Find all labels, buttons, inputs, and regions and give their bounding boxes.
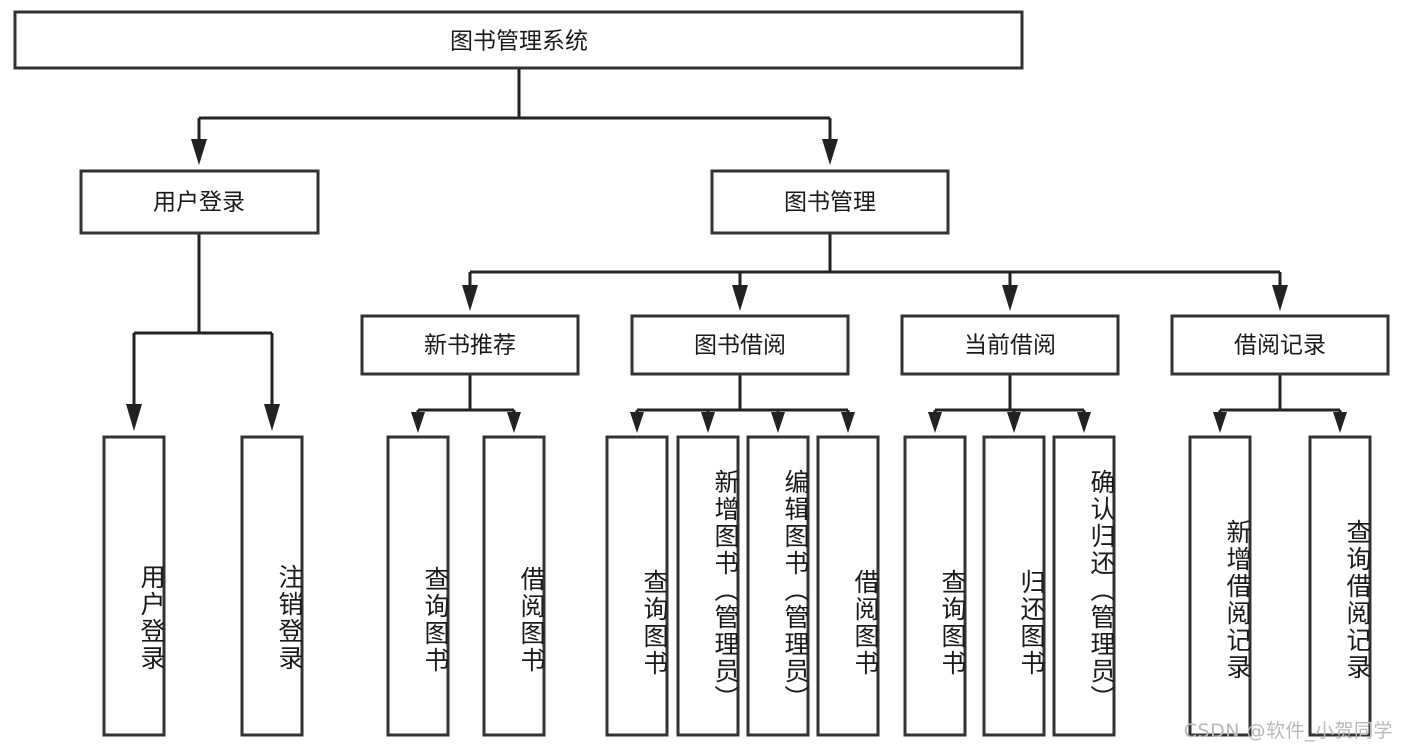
arrowhead-bw-borrow [841, 412, 855, 433]
node-box-book-management[interactable] [710, 169, 950, 235]
node-label-user-login: 用户登录 [153, 190, 245, 216]
leaf-box-cb-return[interactable] [982, 435, 1046, 737]
arrowhead-rc-add [1213, 412, 1227, 433]
arrowhead-cb-confirm [1077, 412, 1091, 433]
arrowhead-rc-query [1333, 412, 1347, 433]
node-label-root: 图书管理系统 [450, 29, 588, 55]
leaf-box-user-login[interactable] [102, 435, 166, 737]
node-label-book-management: 图书管理 [784, 190, 876, 216]
node-box-borrow-records[interactable] [1170, 314, 1390, 376]
node-box-new-book-recommend[interactable] [360, 314, 580, 376]
arrowhead-leaf-user-login [126, 404, 142, 431]
arrowhead-nb-query [411, 412, 425, 433]
node-label-new-book-recommend: 新书推荐 [424, 333, 516, 359]
leaf-box-bw-borrow[interactable] [816, 435, 880, 737]
leaf-box-nb-query[interactable] [386, 435, 450, 737]
node-box-user-login[interactable] [79, 169, 320, 235]
node-box-book-borrow[interactable] [630, 314, 850, 376]
connector-layer [126, 68, 1347, 433]
node-box-root[interactable] [13, 10, 1024, 70]
leaf-box-cb-query[interactable] [903, 435, 967, 737]
node-label-borrow-records: 借阅记录 [1234, 333, 1326, 359]
node-label-current-borrow: 当前借阅 [964, 333, 1056, 359]
arrowhead-leaf-logout [264, 404, 280, 431]
arrowhead-book-mgmt [822, 139, 838, 165]
csdn-watermark: CSDN @软件_小贺同学 [1183, 720, 1393, 742]
leaf-box-bw-query[interactable] [605, 435, 669, 737]
arrowhead-current [1002, 285, 1018, 311]
arrowhead-bw-add [701, 412, 715, 433]
leaf-box-logout[interactable] [240, 435, 304, 737]
arrowhead-bw-edit [771, 412, 785, 433]
arrowhead-cb-return [1007, 412, 1021, 433]
leaf-box-rc-query[interactable] [1308, 435, 1372, 737]
node-box-current-borrow[interactable] [900, 314, 1120, 376]
leaf-box-cb-confirm[interactable] [1052, 435, 1116, 737]
node-label-book-borrow: 图书借阅 [694, 333, 786, 359]
arrowhead-user-login [191, 139, 207, 165]
arrowhead-cb-query [928, 412, 942, 433]
arrowhead-nb-borrow [507, 412, 521, 433]
arrowhead-new-books [462, 285, 478, 311]
arrowhead-bw-query [630, 412, 644, 433]
arrowhead-records [1272, 285, 1288, 311]
leaf-box-nb-borrow[interactable] [482, 435, 546, 737]
leaf-box-bw-add[interactable] [676, 435, 740, 737]
node-layer: 图书管理系统 用户登录 图书管理 新书推荐 图书借阅 当前借阅 借阅记录 [13, 10, 1390, 737]
arrowhead-borrow [732, 285, 748, 311]
leaf-box-rc-add[interactable] [1188, 435, 1252, 737]
leaf-box-bw-edit[interactable] [746, 435, 810, 737]
